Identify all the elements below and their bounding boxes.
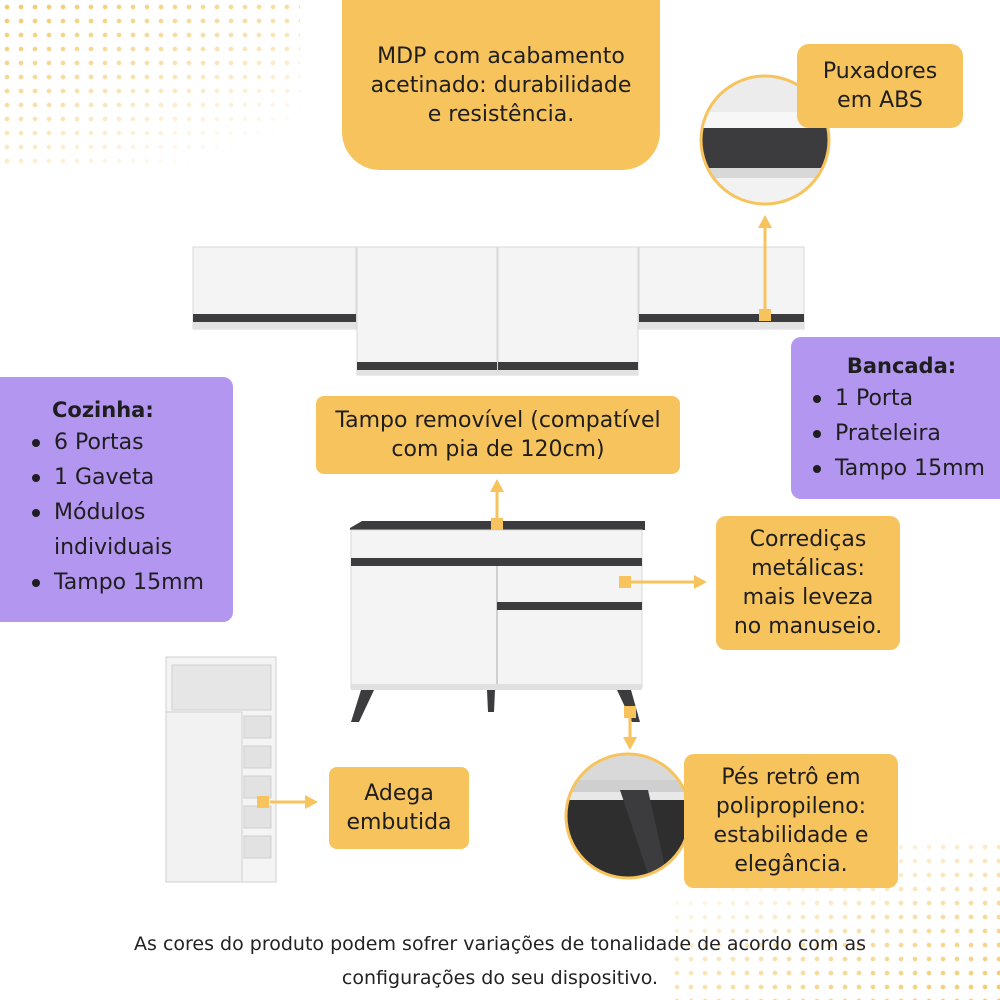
sink-base-cabinet — [350, 521, 645, 722]
wall-cabinet-set — [192, 246, 805, 376]
disclaimer-line: configurações do seu dispositivo. — [341, 967, 659, 989]
list-item: Tampo 15mm — [811, 451, 1000, 486]
callout-built-in-wine-rack: Adega embutida — [329, 767, 469, 849]
list-item-line: individuais — [54, 535, 173, 560]
list-item: Módulos individuais — [30, 495, 233, 565]
color-disclaimer: As cores do produto podem sofrer variaçõ… — [40, 927, 960, 995]
list-item: 6 Portas — [30, 425, 233, 460]
wine-cabinet — [165, 656, 277, 883]
kitchen-specs-title: Cozinha: — [52, 398, 154, 422]
callout-removable-top: Tampo removível (compatível com pia de 1… — [316, 396, 680, 474]
callout-line: elegância. — [734, 852, 848, 877]
callout-line: Tampo removível (compatível — [335, 408, 661, 433]
callout-line: embutida — [346, 810, 452, 835]
callout-metal-slides: Corrediças metálicas: mais leveza no man… — [716, 516, 900, 650]
connector-arrows — [257, 215, 772, 809]
counter-specs-panel: Bancada: 1 Porta Prateleira Tampo 15mm — [791, 337, 1000, 499]
callout-line: Pés retrô em — [721, 765, 861, 790]
callout-line: Adega — [364, 781, 434, 806]
callout-line: metálicas: — [751, 556, 865, 581]
callout-line: acetinado: durabilidade — [370, 72, 632, 98]
callout-line: no manuseio. — [733, 614, 883, 639]
callout-line: e resistência. — [427, 101, 575, 127]
callout-line: MDP com acabamento — [377, 43, 625, 69]
counter-specs-list: 1 Porta Prateleira Tampo 15mm — [811, 381, 1000, 486]
disclaimer-line: As cores do produto podem sofrer variaçõ… — [134, 933, 866, 955]
kitchen-specs-panel: Cozinha: 6 Portas 1 Gaveta Módulos indiv… — [0, 377, 233, 622]
callout-line: mais leveza — [742, 585, 874, 610]
callout-line: em ABS — [837, 88, 923, 113]
callout-handles: Puxadores em ABS — [797, 44, 963, 128]
callout-retro-legs: Pés retrô em polipropileno: estabilidade… — [684, 754, 898, 888]
callout-mdp-finish: MDP com acabamento acetinado: durabilida… — [342, 0, 660, 170]
leg-detail-zoom — [564, 752, 692, 880]
list-item: 1 Gaveta — [30, 460, 233, 495]
list-item: Tampo 15mm — [30, 565, 233, 600]
counter-specs-title: Bancada: — [846, 354, 957, 378]
callout-line: polipropileno: — [715, 794, 867, 819]
list-item-line: Módulos — [54, 500, 146, 525]
list-item: Prateleira — [811, 416, 1000, 451]
callout-line: com pia de 120cm) — [391, 437, 605, 462]
callout-line: estabilidade e — [713, 823, 869, 848]
kitchen-specs-list: 6 Portas 1 Gaveta Módulos individuais Ta… — [30, 425, 233, 600]
dot-pattern-top-left — [0, 0, 300, 170]
callout-line: Corrediças — [749, 527, 867, 552]
callout-line: Puxadores — [822, 59, 938, 84]
list-item: 1 Porta — [811, 381, 1000, 416]
